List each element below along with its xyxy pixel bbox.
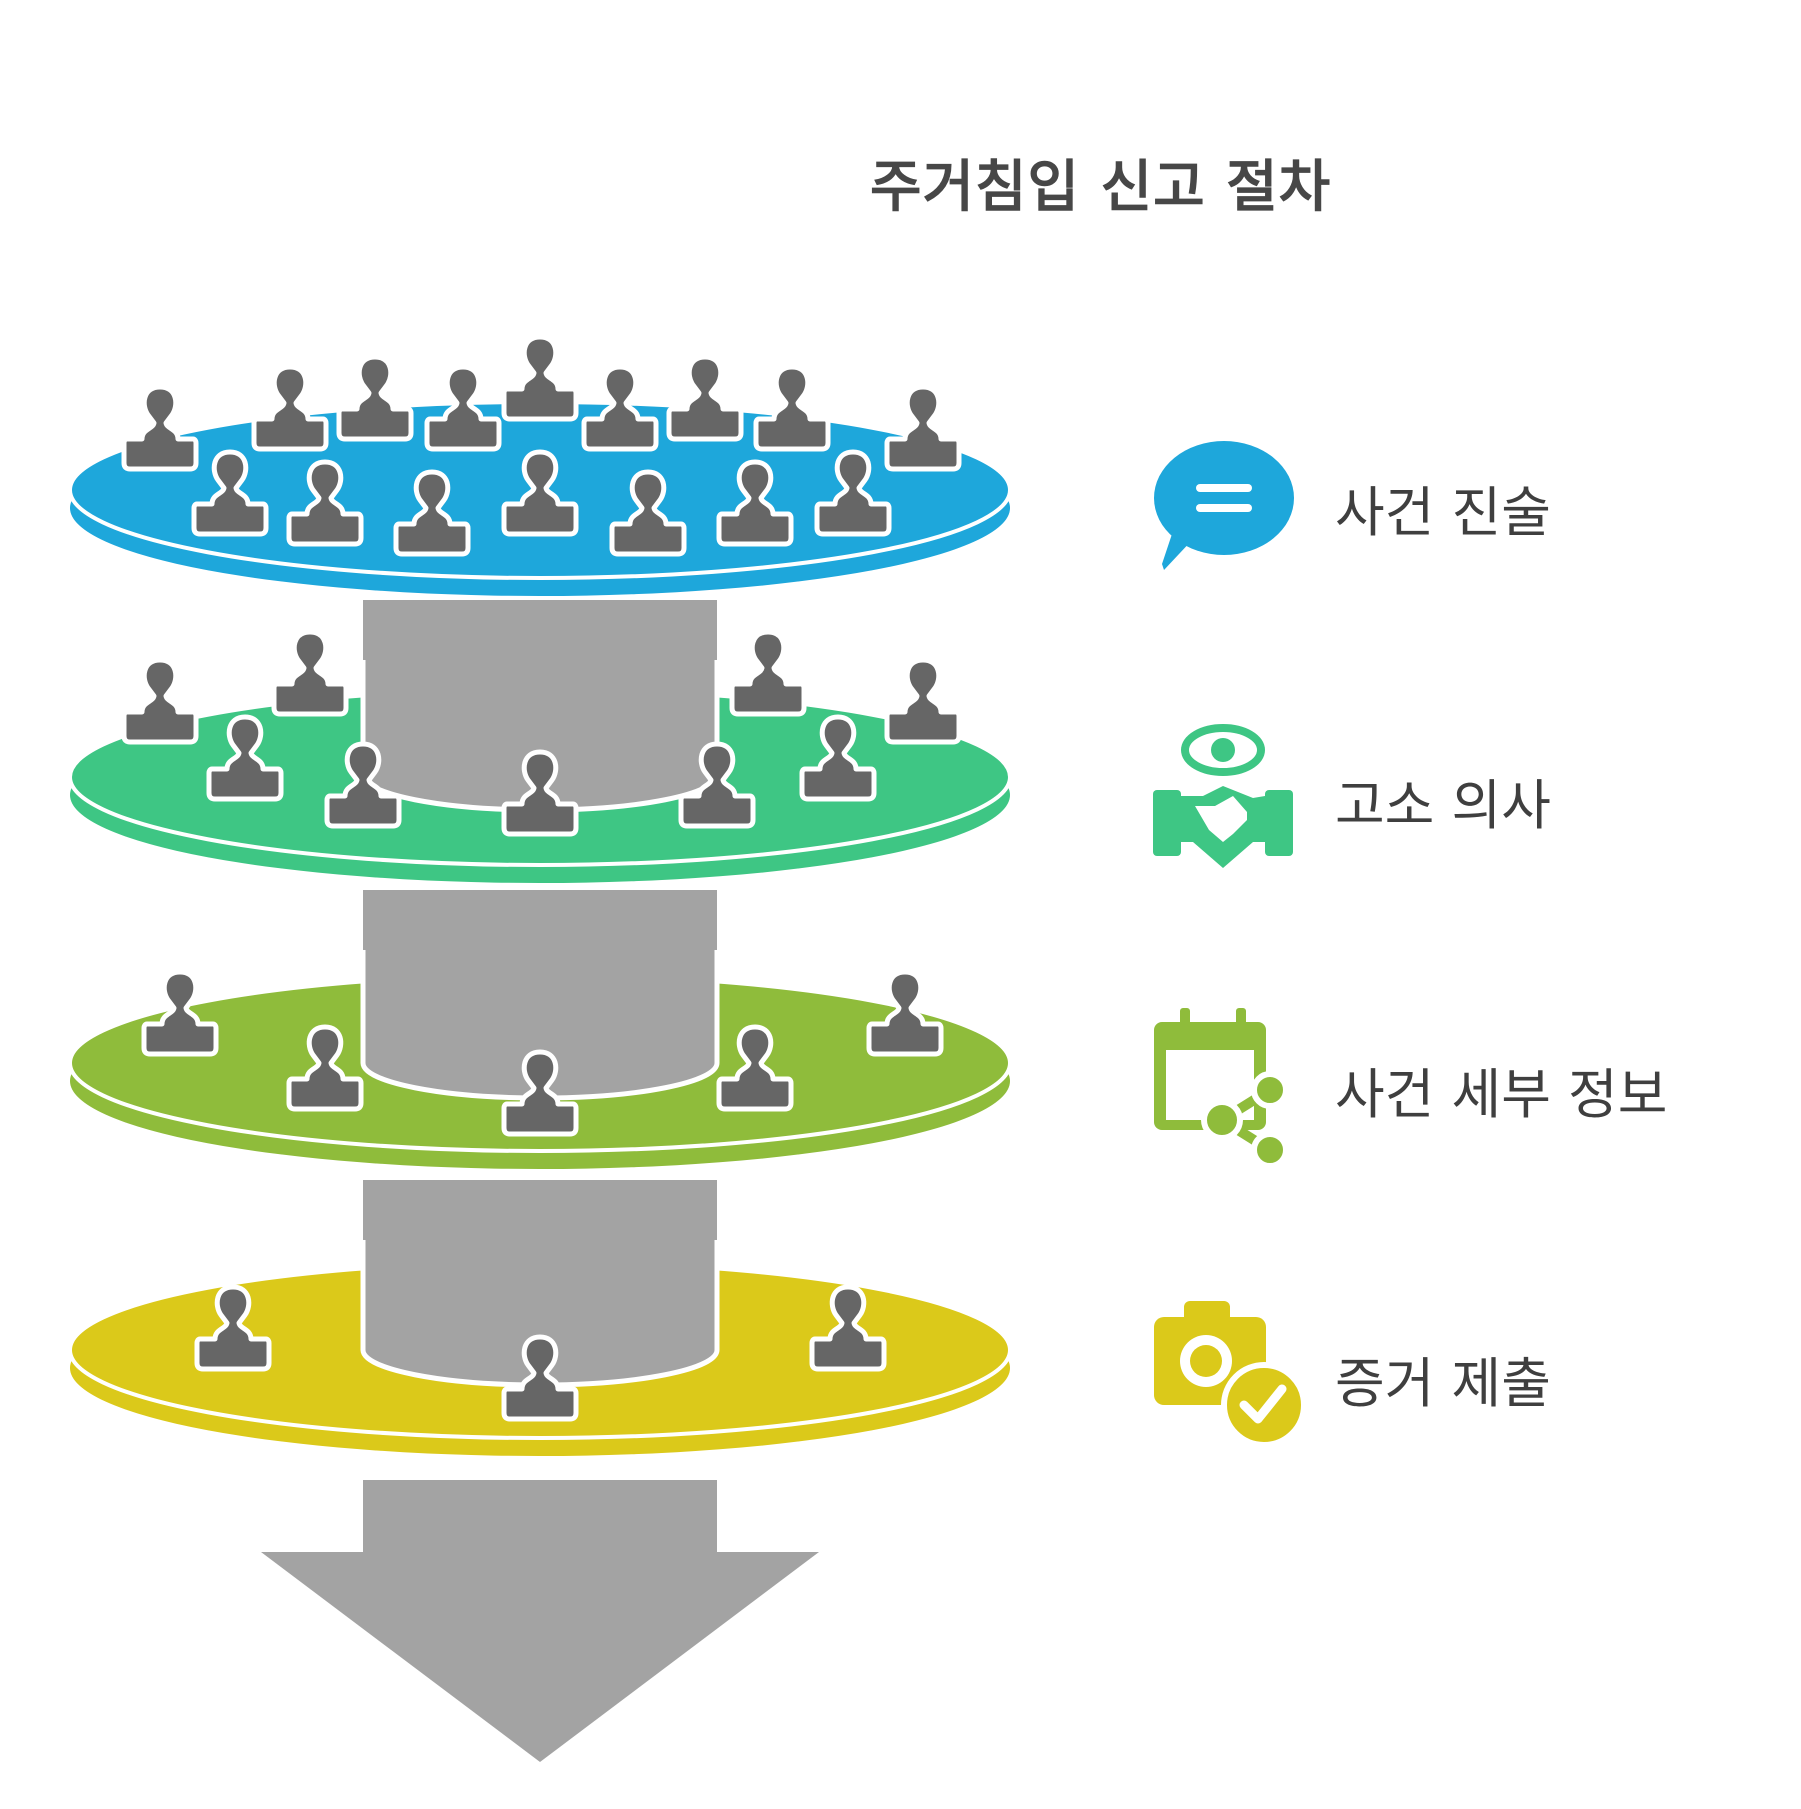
- funnel-arrow-head: [261, 1552, 819, 1762]
- camera-check-icon: [1154, 1301, 1307, 1448]
- person-icon: [124, 660, 196, 742]
- person-icon: [756, 367, 828, 449]
- person-icon: [254, 367, 326, 449]
- stage-label-intent: 고소 의사: [1335, 774, 1551, 837]
- stage-label-details: 사건 세부 정보: [1335, 1063, 1668, 1126]
- person-icon: [504, 337, 576, 419]
- person-icon: [274, 632, 346, 714]
- diagram-title: 주거침입 신고 절차: [870, 155, 1332, 220]
- calendar-share-icon: [1154, 1008, 1289, 1169]
- person-icon: [887, 660, 959, 742]
- person-icon: [887, 387, 959, 469]
- person-icon: [124, 387, 196, 469]
- stage-label-evidence: 증거 제출: [1335, 1352, 1551, 1415]
- person-icon: [339, 357, 411, 439]
- handshake-eye-icon: [1153, 724, 1293, 868]
- person-icon: [732, 632, 804, 714]
- speech-bubble-icon: [1154, 441, 1294, 570]
- person-icon: [669, 357, 741, 439]
- stage-label-statement: 사건 진술: [1335, 481, 1551, 544]
